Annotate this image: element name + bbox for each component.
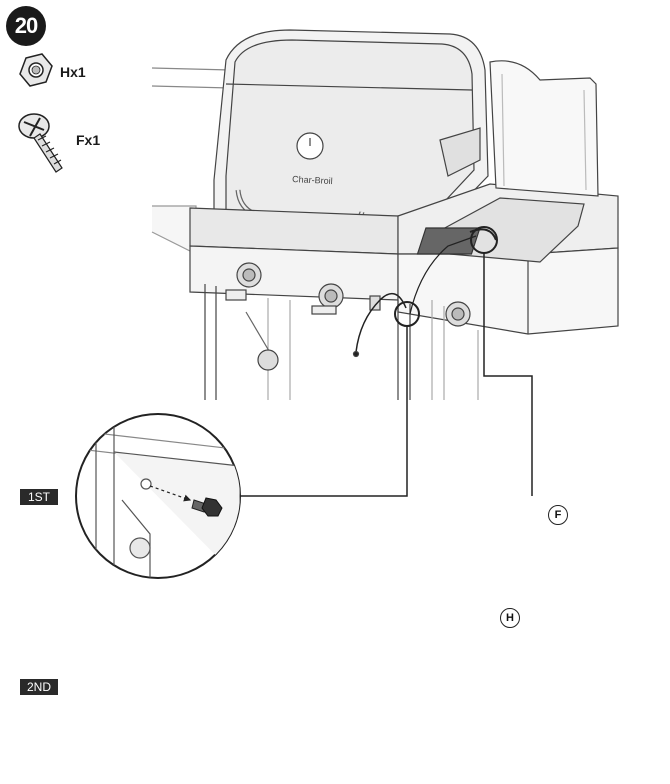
- grill-overview: Char-Broil: [151, 29, 619, 400]
- step-tag-2nd: 2ND: [20, 679, 58, 695]
- callout-screw-f: F: [548, 505, 568, 525]
- step-tag-1st: 1ST: [20, 489, 58, 505]
- leader-line-1st: [240, 326, 408, 497]
- leader-line-side-burner: [483, 253, 533, 496]
- detail-circle-1st: [75, 413, 241, 579]
- step-number-badge: 20: [6, 6, 46, 46]
- screw-label: Fx1: [76, 132, 101, 148]
- screw-bolt-1st: [191, 497, 223, 517]
- callout-nut-h: H: [500, 608, 520, 628]
- hex-nut-icon: [19, 53, 53, 87]
- svg-text:Char-Broil: Char-Broil: [292, 174, 333, 186]
- hex-nut-label: Hx1: [60, 64, 86, 80]
- screw-icon: [18, 113, 63, 173]
